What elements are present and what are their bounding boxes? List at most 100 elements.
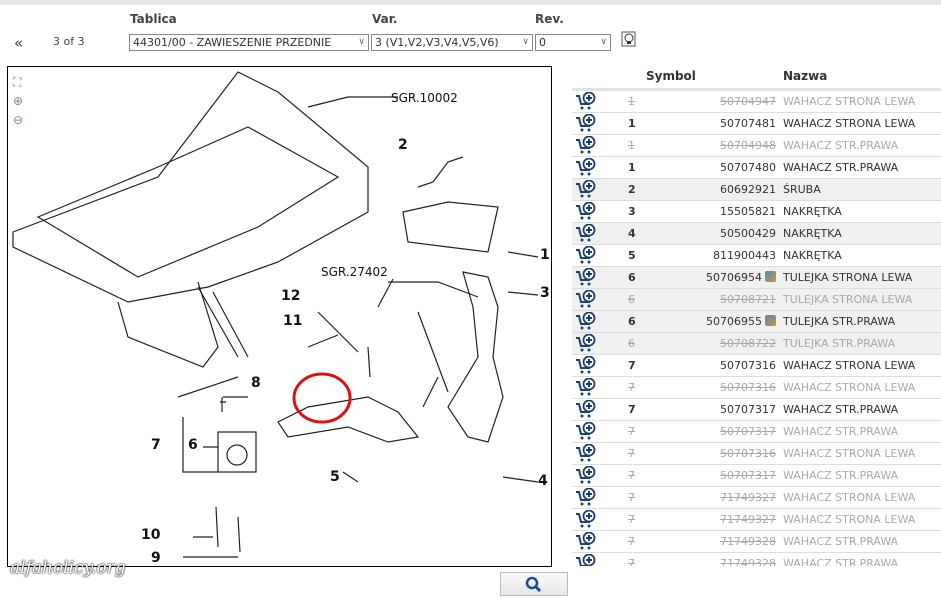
rev-select[interactable]: 0∨ bbox=[535, 34, 611, 51]
callout-8[interactable]: 8 bbox=[251, 375, 261, 391]
table-row[interactable]: 7 50707317 WAHACZ STR.PRAWA bbox=[572, 421, 941, 443]
lightbulb-icon[interactable] bbox=[620, 31, 637, 48]
parts-diagram[interactable]: ⛶ ⊕ ⊖ SGR.10002 SGR.27402 1 2 3 4 5 6 7 … bbox=[7, 66, 552, 567]
part-symbol[interactable]: 50706954 bbox=[706, 267, 776, 288]
add-to-cart-icon[interactable] bbox=[575, 422, 597, 440]
callout-2[interactable]: 2 bbox=[398, 137, 408, 153]
table-row[interactable]: 7 71749327 WAHACZ STRONA LEWA bbox=[572, 509, 941, 531]
part-symbol[interactable]: 50707481 bbox=[720, 113, 776, 134]
add-to-cart-icon[interactable] bbox=[575, 400, 597, 418]
position-number: 4 bbox=[628, 227, 636, 240]
callout-4[interactable]: 4 bbox=[538, 473, 548, 489]
table-row[interactable]: 7 50707316 WAHACZ STRONA LEWA bbox=[572, 443, 941, 465]
callout-3[interactable]: 3 bbox=[540, 285, 550, 301]
part-name: WAHACZ STR.PRAWA bbox=[783, 535, 899, 548]
add-to-cart-icon[interactable] bbox=[575, 466, 597, 484]
position-number: 7 bbox=[628, 359, 636, 372]
add-to-cart-icon[interactable] bbox=[575, 92, 597, 110]
callout-10[interactable]: 10 bbox=[141, 527, 161, 543]
part-symbol[interactable]: 811900443 bbox=[713, 245, 776, 266]
part-symbol[interactable]: 15505821 bbox=[720, 201, 776, 222]
add-to-cart-icon[interactable] bbox=[575, 356, 597, 374]
add-to-cart-icon[interactable] bbox=[575, 136, 597, 154]
part-symbol[interactable]: 50707480 bbox=[720, 157, 776, 178]
table-row[interactable]: 2 60692921 ŚRUBA bbox=[572, 179, 941, 201]
part-symbol[interactable]: 50707317 bbox=[720, 421, 776, 442]
replacement-icon[interactable] bbox=[765, 315, 776, 326]
table-row[interactable]: 1 50704947 WAHACZ STRONA LEWA bbox=[572, 91, 941, 113]
zoom-out-icon[interactable]: ⊖ bbox=[13, 113, 24, 127]
table-row[interactable]: 7 71749328 WAHACZ STR.PRAWA bbox=[572, 553, 941, 566]
callout-5[interactable]: 5 bbox=[330, 469, 340, 485]
part-symbol[interactable]: 50707316 bbox=[720, 443, 776, 464]
part-symbol[interactable]: 71749328 bbox=[720, 553, 776, 566]
add-to-cart-icon[interactable] bbox=[575, 532, 597, 550]
back-button[interactable]: « bbox=[14, 34, 24, 52]
add-to-cart-icon[interactable] bbox=[575, 224, 597, 242]
part-symbol[interactable]: 50704947 bbox=[720, 91, 776, 112]
symbol-header[interactable]: Symbol bbox=[646, 69, 696, 83]
add-to-cart-icon[interactable] bbox=[575, 554, 597, 566]
part-symbol[interactable]: 50707316 bbox=[720, 377, 776, 398]
part-symbol[interactable]: 50707317 bbox=[720, 465, 776, 486]
callout-12[interactable]: 12 bbox=[281, 288, 301, 304]
table-row[interactable]: 7 71749327 WAHACZ STRONA LEWA bbox=[572, 487, 941, 509]
add-to-cart-icon[interactable] bbox=[575, 158, 597, 176]
tablica-select[interactable]: 44301/00 - ZAWIESZENIE PRZEDNIE∨ bbox=[129, 34, 369, 51]
add-to-cart-icon[interactable] bbox=[575, 290, 597, 308]
table-row[interactable]: 6 50706955 TULEJKA STR.PRAWA bbox=[572, 311, 941, 333]
table-row[interactable]: 1 50707480 WAHACZ STR.PRAWA bbox=[572, 157, 941, 179]
table-row[interactable]: 3 15505821 NAKRĘTKA bbox=[572, 201, 941, 223]
part-symbol[interactable]: 50707317 bbox=[720, 399, 776, 420]
part-symbol[interactable]: 50500429 bbox=[720, 223, 776, 244]
part-symbol[interactable]: 71749327 bbox=[720, 509, 776, 530]
part-symbol[interactable]: 71749327 bbox=[720, 487, 776, 508]
part-symbol[interactable]: 50708721 bbox=[720, 289, 776, 310]
callout-9[interactable]: 9 bbox=[151, 550, 161, 566]
callout-7[interactable]: 7 bbox=[151, 437, 161, 453]
table-row[interactable]: 6 50708721 TULEJKA STRONA LEWA bbox=[572, 289, 941, 311]
part-symbol[interactable]: 50707316 bbox=[720, 355, 776, 376]
part-symbol[interactable]: 50706955 bbox=[706, 311, 776, 332]
table-row[interactable]: 7 50707317 WAHACZ STR.PRAWA bbox=[572, 399, 941, 421]
part-symbol[interactable]: 50708722 bbox=[720, 333, 776, 354]
table-row[interactable]: 7 50707316 WAHACZ STRONA LEWA bbox=[572, 355, 941, 377]
add-to-cart-icon[interactable] bbox=[575, 488, 597, 506]
add-to-cart-icon[interactable] bbox=[575, 202, 597, 220]
table-row[interactable]: 7 50707317 WAHACZ STR.PRAWA bbox=[572, 465, 941, 487]
part-symbol-text: 71749327 bbox=[720, 513, 776, 526]
add-to-cart-icon[interactable] bbox=[575, 180, 597, 198]
part-symbol-text: 50708721 bbox=[720, 293, 776, 306]
add-to-cart-icon[interactable] bbox=[575, 114, 597, 132]
zoom-in-icon[interactable]: ⊕ bbox=[13, 94, 24, 108]
position-number: 7 bbox=[628, 535, 635, 548]
table-row[interactable]: 6 50708722 TULEJKA STR.PRAWA bbox=[572, 333, 941, 355]
chevron-down-icon: ∨ bbox=[358, 37, 365, 47]
part-symbol[interactable]: 60692921 bbox=[720, 179, 776, 200]
watermark: alfaholicy.org bbox=[10, 558, 126, 578]
fit-icon[interactable]: ⛶ bbox=[13, 75, 22, 89]
callout-1[interactable]: 1 bbox=[540, 247, 550, 263]
name-header[interactable]: Nazwa bbox=[783, 69, 828, 83]
part-symbol[interactable]: 71749328 bbox=[720, 531, 776, 552]
add-to-cart-icon[interactable] bbox=[575, 312, 597, 330]
add-to-cart-icon[interactable] bbox=[575, 268, 597, 286]
search-button[interactable] bbox=[500, 572, 568, 596]
add-to-cart-icon[interactable] bbox=[575, 334, 597, 352]
callout-11[interactable]: 11 bbox=[283, 313, 303, 329]
add-to-cart-icon[interactable] bbox=[575, 444, 597, 462]
add-to-cart-icon[interactable] bbox=[575, 246, 597, 264]
table-row[interactable]: 5 811900443 NAKRĘTKA bbox=[572, 245, 941, 267]
table-row[interactable]: 1 50707481 WAHACZ STRONA LEWA bbox=[572, 113, 941, 135]
add-to-cart-icon[interactable] bbox=[575, 510, 597, 528]
part-symbol[interactable]: 50704948 bbox=[720, 135, 776, 156]
table-row[interactable]: 7 50707316 WAHACZ STRONA LEWA bbox=[572, 377, 941, 399]
table-row[interactable]: 1 50704948 WAHACZ STR.PRAWA bbox=[572, 135, 941, 157]
add-to-cart-icon[interactable] bbox=[575, 378, 597, 396]
replacement-icon[interactable] bbox=[765, 271, 776, 282]
var-select[interactable]: 3 (V1,V2,V3,V4,V5,V6)∨ bbox=[371, 34, 533, 51]
callout-6[interactable]: 6 bbox=[188, 437, 198, 453]
table-row[interactable]: 4 50500429 NAKRĘTKA bbox=[572, 223, 941, 245]
table-row[interactable]: 6 50706954 TULEJKA STRONA LEWA bbox=[572, 267, 941, 289]
table-row[interactable]: 7 71749328 WAHACZ STR.PRAWA bbox=[572, 531, 941, 553]
